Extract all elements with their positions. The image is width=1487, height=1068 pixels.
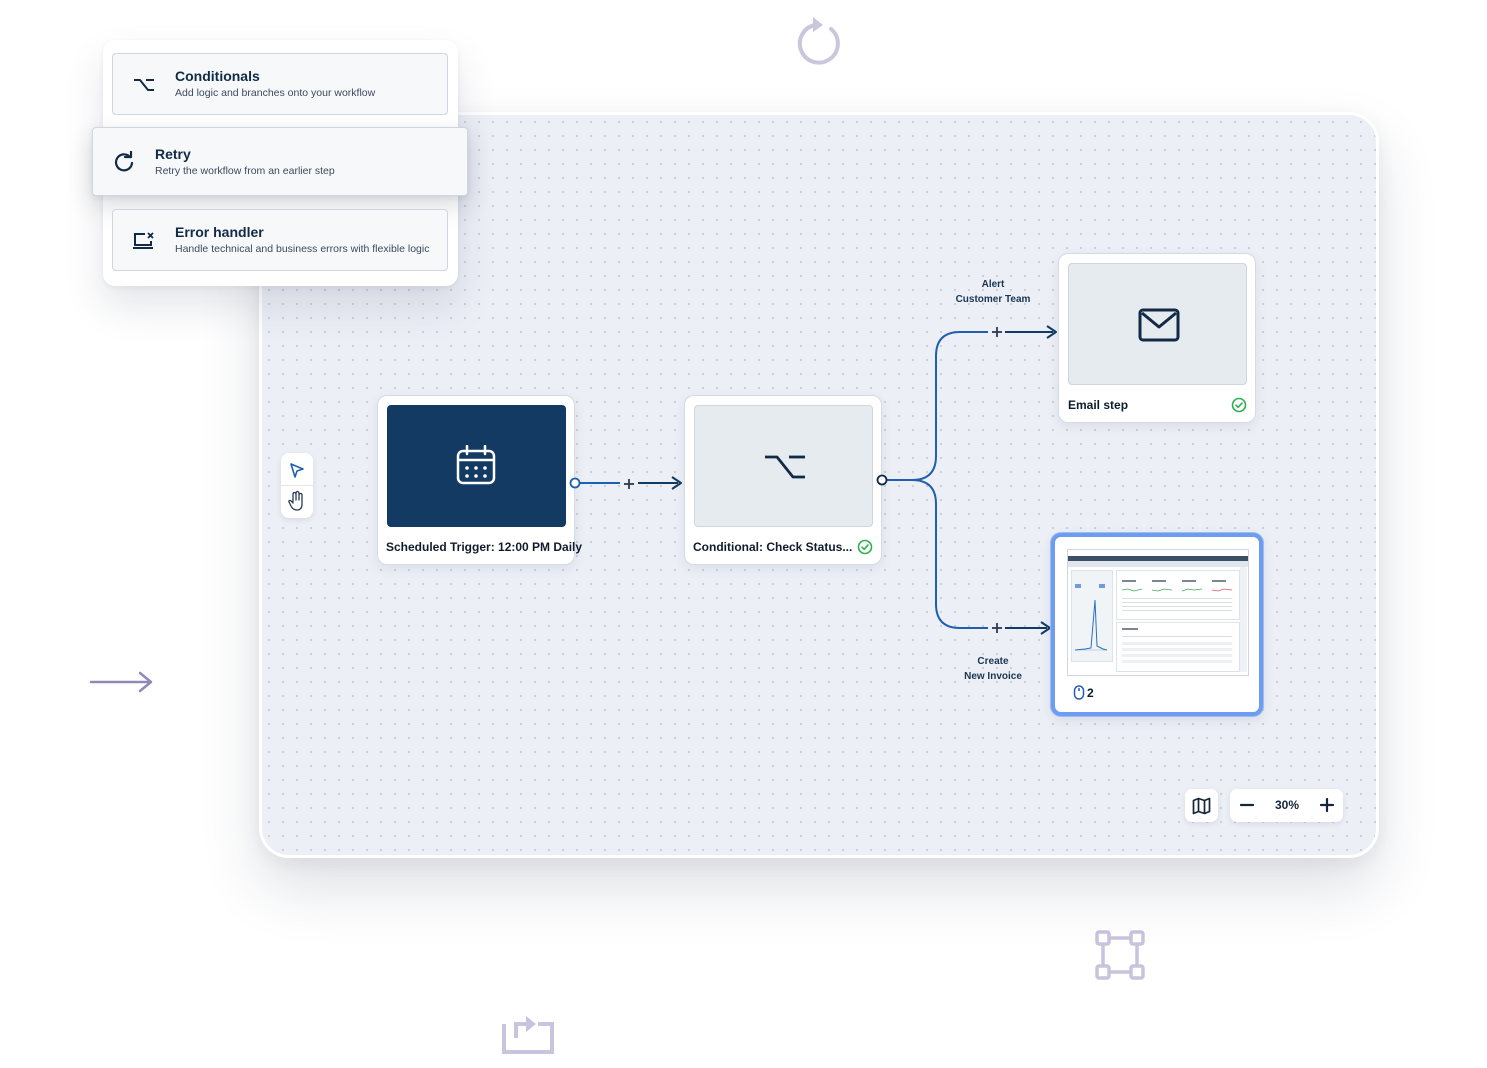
branch-icon <box>134 79 154 91</box>
menu-item-title: Error handler <box>175 224 264 240</box>
trigger-thumbnail <box>387 405 566 527</box>
minus-icon <box>1240 803 1254 807</box>
edge-label-alert: Alert Customer Team <box>955 279 1031 305</box>
mouse-icon <box>1073 685 1085 700</box>
error-handler-icon <box>133 232 154 249</box>
add-step-icon[interactable] <box>988 323 1006 341</box>
canvas-tools <box>281 453 313 518</box>
bounding-box-decor-icon <box>1095 930 1145 980</box>
email-thumbnail <box>1068 263 1247 385</box>
check-circle-icon <box>1231 397 1247 413</box>
calendar-icon <box>456 445 496 485</box>
edge-label-create: Create New Invoice <box>964 656 1022 682</box>
menu-item-title: Retry <box>155 146 191 162</box>
email-node-label: Email step <box>1068 398 1129 412</box>
conditional-thumbnail <box>694 405 873 527</box>
menu-item-retry[interactable]: Retry Retry the workflow from an earlier… <box>92 127 468 196</box>
invoice-node[interactable]: 2 <box>1051 533 1263 716</box>
zoom-in-button[interactable] <box>1314 792 1340 818</box>
menu-item-description: Retry the workflow from an earlier step <box>155 165 335 177</box>
menu-item-conditionals[interactable]: Conditionals Add logic and branches onto… <box>112 53 448 115</box>
envelope-icon <box>1138 308 1180 342</box>
add-step-icon[interactable] <box>988 619 1006 637</box>
conditional-node[interactable]: Conditional: Check Status... <box>684 395 882 565</box>
menu-item-title: Conditionals <box>175 68 260 84</box>
conditional-node-label: Conditional: Check Status... <box>693 540 853 554</box>
branch-icon <box>765 455 805 479</box>
refresh-decor-icon <box>797 17 840 65</box>
menu-item-description: Handle technical and business errors wit… <box>175 243 430 255</box>
zoom-out-button[interactable] <box>1234 792 1260 818</box>
trigger-node-label: Scheduled Trigger: 12:00 PM Daily <box>386 540 583 554</box>
menu-item-description: Add logic and branches onto your workflo… <box>175 87 376 99</box>
menu-item-error-handler[interactable]: Error handler Handle technical and busin… <box>112 209 448 271</box>
retry-icon <box>114 151 134 172</box>
add-step-icon[interactable] <box>620 475 638 493</box>
repeat-box-decor-icon <box>502 1016 554 1054</box>
invoice-action-count: 2 <box>1087 686 1094 700</box>
minimap-button[interactable] <box>1185 789 1218 822</box>
plus-icon <box>1320 798 1334 812</box>
check-circle-icon <box>857 539 873 555</box>
map-icon <box>1192 797 1211 815</box>
pointer-tool-icon[interactable] <box>288 461 306 479</box>
zoom-control: 30% <box>1230 789 1343 822</box>
invoice-screenshot-thumbnail <box>1067 549 1249 676</box>
email-node[interactable]: Email step <box>1058 253 1256 423</box>
hand-tool-icon[interactable] <box>287 490 307 512</box>
output-port[interactable] <box>876 474 888 486</box>
trigger-node[interactable]: Scheduled Trigger: 12:00 PM Daily <box>377 395 582 565</box>
output-port[interactable] <box>569 477 581 489</box>
arrow-right-decor-icon <box>89 671 153 693</box>
zoom-level: 30% <box>1274 798 1300 812</box>
